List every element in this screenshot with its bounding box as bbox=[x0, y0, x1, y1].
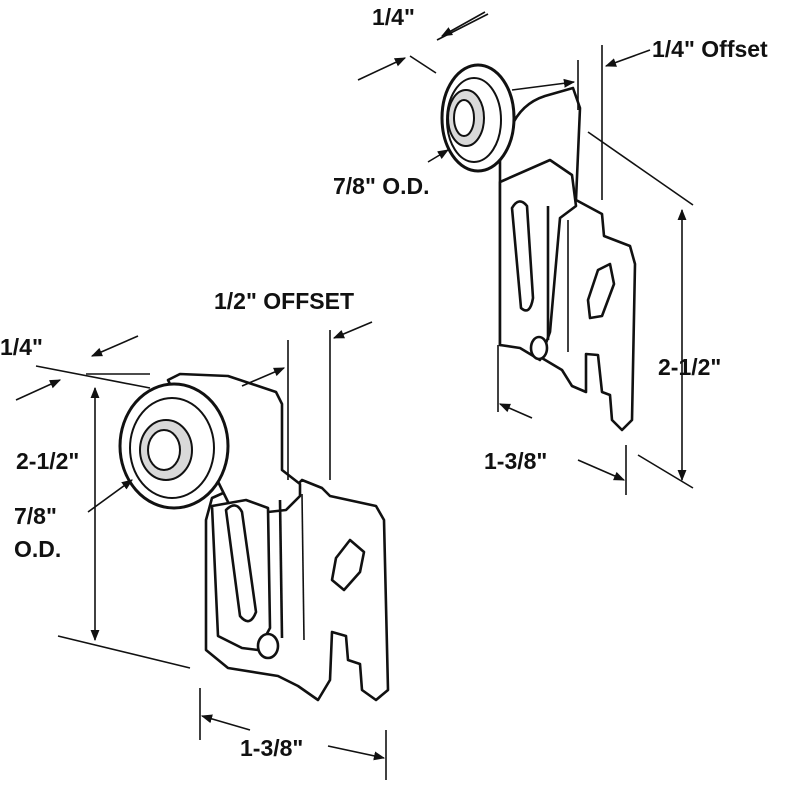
left-offset-label: 1/2" OFFSET bbox=[214, 288, 354, 314]
right-width-top-label: 1/4" bbox=[372, 4, 415, 30]
left-width-label: 1-3/8" bbox=[240, 735, 304, 761]
left-dimension-lines bbox=[15, 321, 387, 780]
left-height-label: 2-1/2" bbox=[16, 448, 80, 474]
right-height-label: 2-1/2" bbox=[658, 354, 722, 380]
right-width-label: 1-3/8" bbox=[484, 448, 548, 474]
left-od-label-line1: 7/8" bbox=[14, 503, 57, 529]
right-offset-label: 1/4" Offset bbox=[652, 36, 768, 62]
right-od-label: 7/8" O.D. bbox=[333, 173, 430, 199]
left-od-label-line2: O.D. bbox=[14, 536, 62, 562]
right-dimension-lines bbox=[357, 11, 694, 495]
right-bracket bbox=[440, 63, 637, 432]
left-width-top-label: 1/4" bbox=[0, 334, 43, 360]
left-bracket bbox=[118, 372, 390, 702]
